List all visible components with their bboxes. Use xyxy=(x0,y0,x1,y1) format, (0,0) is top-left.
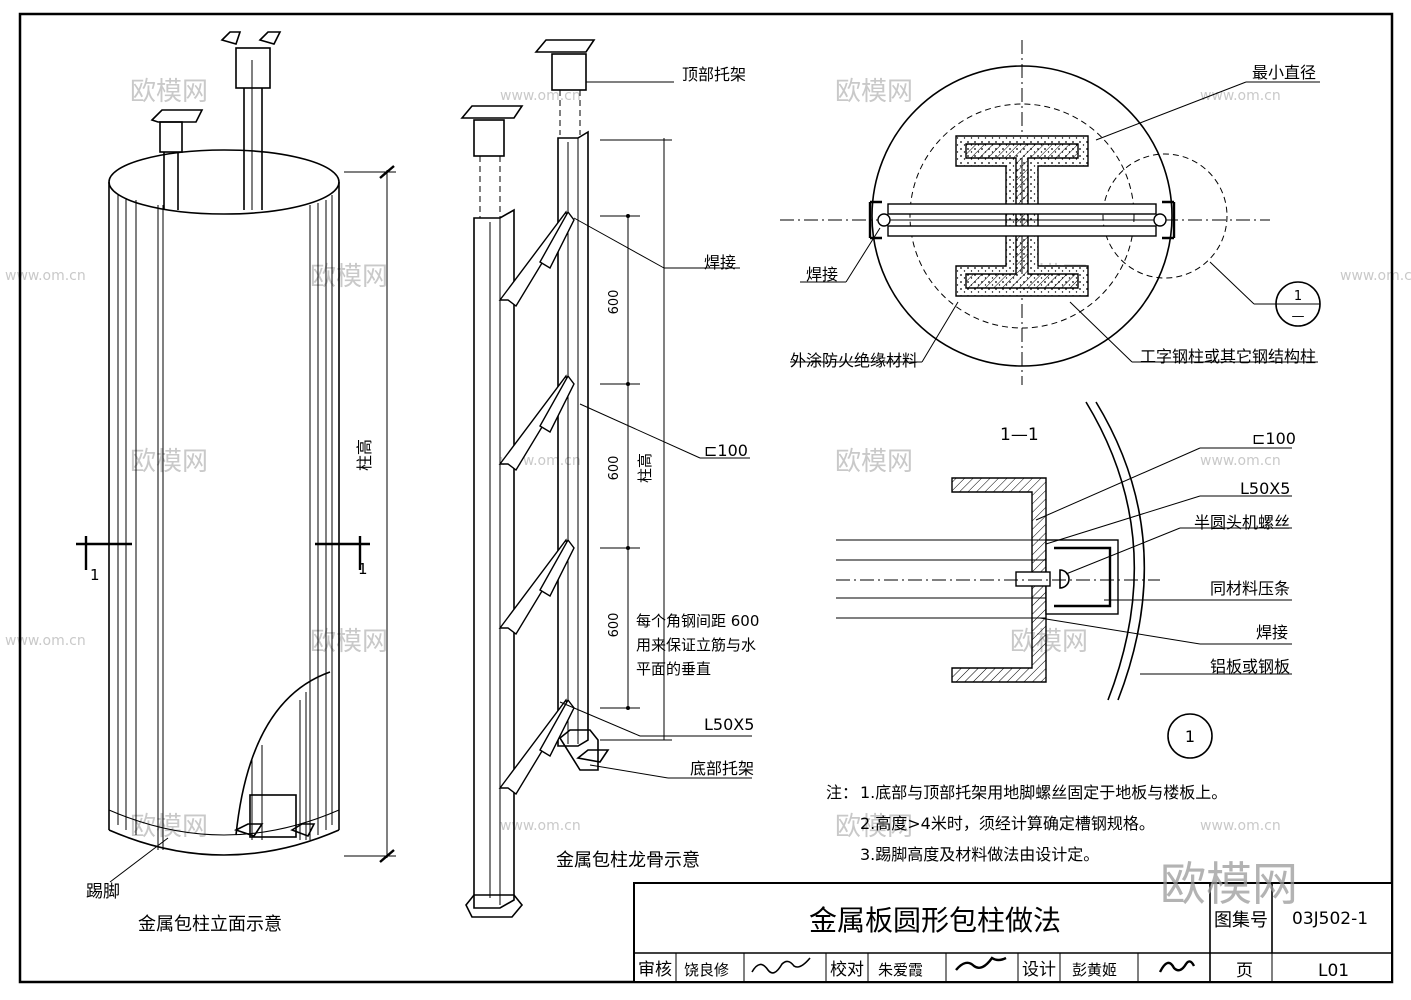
design-label: 设计 xyxy=(1022,960,1056,980)
spacing-dim-1: 600 xyxy=(607,290,622,315)
watermark-brand: 欧模网 xyxy=(310,627,388,657)
watermark-brand: 欧模网 xyxy=(130,77,208,107)
detail-ref-bottom: — xyxy=(1292,309,1305,324)
watermark-url: www.om.cn xyxy=(500,88,581,104)
atlas-label: 图集号 xyxy=(1214,910,1268,931)
spacing-dim-2: 600 xyxy=(607,456,622,481)
page-number: L01 xyxy=(1318,961,1349,981)
label-fireproof: 外涂防火绝缘材料 xyxy=(790,351,918,370)
watermark-url: www.om.cn xyxy=(5,268,86,284)
section-mark-right: 1 xyxy=(358,560,368,578)
checker-name: 朱爱霞 xyxy=(878,961,923,979)
plan-label-weld: 焊接 xyxy=(806,265,838,284)
designer-name: 彭黄姬 xyxy=(1072,961,1117,979)
note-item-3: 3.踢脚高度及材料做法由设计定。 xyxy=(860,845,1099,864)
elevation-height-label: 柱高 xyxy=(355,439,374,471)
title-block xyxy=(633,882,1393,983)
column-plan xyxy=(780,40,1321,385)
watermark-logo: 欧模网 xyxy=(1160,857,1298,911)
watermark-brand: 欧模网 xyxy=(1010,627,1088,657)
watermark-brand: 欧模网 xyxy=(130,447,208,477)
column-elevation xyxy=(76,31,396,883)
checker-signature xyxy=(955,956,1007,971)
review-label: 审核 xyxy=(638,960,672,980)
spacing-dim-3: 600 xyxy=(607,613,622,638)
watermark-url: www.om.cn xyxy=(1200,88,1281,104)
notes-prefix: 注： xyxy=(826,783,858,802)
section-label-screw: 半圆头机螺丝 xyxy=(1194,513,1290,532)
watermark-brand: 欧模网 xyxy=(835,77,913,107)
watermark-url: www.om.cn xyxy=(500,818,581,834)
watermark-url: www.om.cn xyxy=(1340,268,1411,284)
label-channel: ⊏100 xyxy=(704,441,748,460)
detail-number: 1 xyxy=(1185,727,1195,746)
section-label-weld: 焊接 xyxy=(1256,623,1288,642)
label-min-diameter: 最小直径 xyxy=(1252,63,1316,82)
watermark-brand: 欧模网 xyxy=(835,447,913,477)
watermark-url: www.om.cn xyxy=(1200,818,1281,834)
section-label-channel: ⊏100 xyxy=(1252,429,1296,448)
watermark-brand: 欧模网 xyxy=(130,812,208,842)
note-item-1: 1.底部与顶部托架用地脚螺丝固定于地板与楼板上。 xyxy=(860,783,1227,802)
sheet-border xyxy=(18,12,1394,984)
section-mark-left: 1 xyxy=(90,566,100,584)
elevation-caption: 金属包柱立面示意 xyxy=(138,914,282,935)
section-detail xyxy=(836,401,1292,759)
label-weld: 焊接 xyxy=(704,253,736,272)
spacing-note-line1: 每个角钢间距 600 xyxy=(636,612,759,630)
note-item-2: 2.高度>4米时，须经计算确定槽钢规格。 xyxy=(860,814,1155,833)
page-label: 页 xyxy=(1236,961,1253,981)
spacing-note-line2: 用来保证立筋与水 xyxy=(636,636,756,654)
atlas-number: 03J502-1 xyxy=(1292,909,1368,929)
section-label-panel: 铝板或钢板 xyxy=(1210,657,1290,676)
label-steel-column: 工字钢柱或其它钢结构柱 xyxy=(1140,347,1316,366)
skeleton-caption: 金属包柱龙骨示意 xyxy=(556,850,700,871)
section-label-strip: 同材料压条 xyxy=(1210,579,1290,598)
spacing-note-line3: 平面的垂直 xyxy=(636,660,711,678)
skeleton-height-label: 柱高 xyxy=(636,453,654,483)
check-label: 校对 xyxy=(830,960,864,980)
skirting-label: 踢脚 xyxy=(86,882,120,902)
label-bottom-bracket: 底部托架 xyxy=(690,759,754,778)
reviewer-name: 饶良修 xyxy=(684,961,729,979)
watermark-brand: 欧模网 xyxy=(310,262,388,292)
skeleton-drawing xyxy=(460,39,752,918)
watermark-url: www.om.cn xyxy=(5,633,86,649)
label-angle: L50X5 xyxy=(704,715,754,734)
detail-ref-top: 1 xyxy=(1294,289,1302,304)
watermark-url: www.om.cn xyxy=(1200,453,1281,469)
watermark-brand: 欧模网 xyxy=(835,812,913,842)
section-label-angle: L50X5 xyxy=(1240,479,1290,498)
designer-signature xyxy=(1158,960,1196,973)
section-title: 1—1 xyxy=(1000,425,1039,445)
label-top-bracket: 顶部托架 xyxy=(682,65,746,84)
reviewer-signature xyxy=(751,957,811,974)
drawing-title: 金属板圆形包柱做法 xyxy=(809,904,1061,937)
